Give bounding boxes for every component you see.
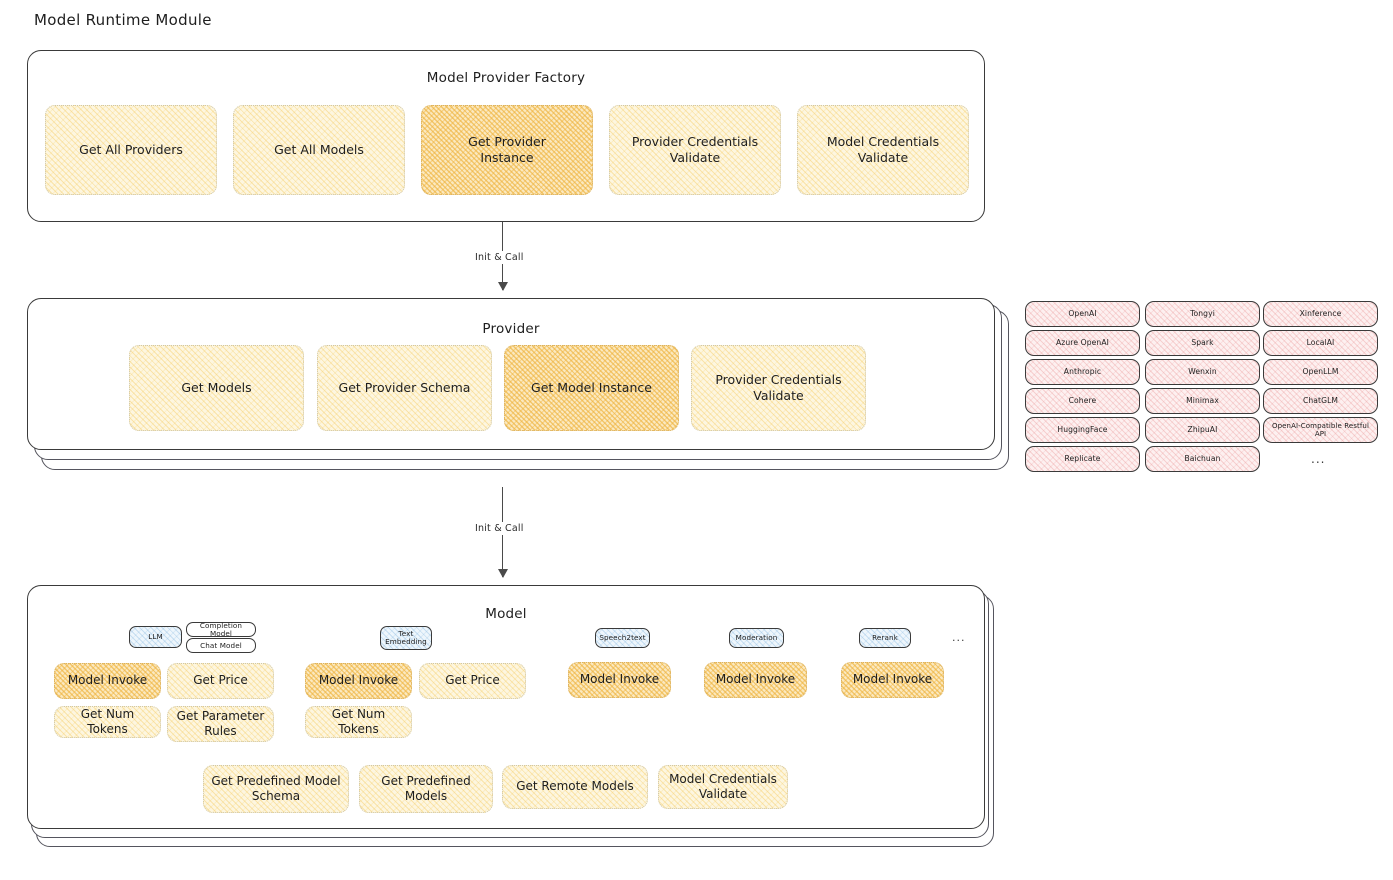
provider-chip-openai[interactable]: OpenAI [1025, 301, 1140, 327]
model-provider-factory-title: Model Provider Factory [426, 70, 586, 86]
model-title: Model [485, 606, 527, 622]
node-get-model-instance[interactable]: Get Model Instance [504, 345, 679, 431]
connector-factory-to-provider-label: Init & Call [471, 251, 528, 264]
provider-chip-wenxin[interactable]: Wenxin [1145, 359, 1260, 385]
node-text-embedding-get-num-tokens[interactable]: Get Num Tokens [305, 706, 412, 738]
node-llm-get-parameter-rules[interactable]: Get Parameter Rules [167, 706, 274, 742]
model-type-badge-speech2text[interactable]: Speech2text [595, 628, 650, 648]
node-speech2text-model-invoke[interactable]: Model Invoke [568, 662, 671, 698]
node-model-credentials-validate-factory[interactable]: Model Credentials Validate [797, 105, 969, 195]
provider-chip-anthropic[interactable]: Anthropic [1025, 359, 1140, 385]
provider-chip-huggingface[interactable]: HuggingFace [1025, 417, 1140, 443]
node-get-models[interactable]: Get Models [129, 345, 304, 431]
node-model-credentials-validate[interactable]: Model Credentials Validate [658, 765, 788, 809]
provider-chip-spark[interactable]: Spark [1145, 330, 1260, 356]
node-get-all-models[interactable]: Get All Models [233, 105, 405, 195]
model-types-more-ellipsis: ... [952, 631, 966, 644]
provider-chip-tongyi[interactable]: Tongyi [1145, 301, 1260, 327]
model-sub-badge-completion-model[interactable]: Completion Model [186, 621, 256, 637]
model-sub-badge-chat-model[interactable]: Chat Model [186, 638, 256, 653]
model-type-badge-rerank[interactable]: Rerank [859, 628, 911, 648]
node-moderation-model-invoke[interactable]: Model Invoke [704, 662, 807, 698]
model-type-badge-llm[interactable]: LLM [129, 626, 182, 648]
node-get-all-providers[interactable]: Get All Providers [45, 105, 217, 195]
node-text-embedding-get-price[interactable]: Get Price [419, 663, 526, 699]
provider-chip-minimax[interactable]: Minimax [1145, 388, 1260, 414]
provider-chip-localai[interactable]: LocalAI [1263, 330, 1378, 356]
provider-chip-baichuan[interactable]: Baichuan [1145, 446, 1260, 472]
connector-provider-to-model-label: Init & Call [471, 522, 528, 535]
provider-chip-replicate[interactable]: Replicate [1025, 446, 1140, 472]
node-rerank-model-invoke[interactable]: Model Invoke [841, 662, 944, 698]
provider-chip-openllm[interactable]: OpenLLM [1263, 359, 1378, 385]
provider-list-more-ellipsis: ... [1311, 452, 1326, 466]
provider-chip-openai-compatible-restful-api[interactable]: OpenAI-Compatible Restful API [1263, 417, 1378, 443]
provider-chip-xinference[interactable]: Xinference [1263, 301, 1378, 327]
node-llm-get-price[interactable]: Get Price [167, 663, 274, 699]
node-provider-credentials-validate-factory[interactable]: Provider Credentials Validate [609, 105, 781, 195]
model-type-badge-text-embedding[interactable]: Text Embedding [380, 626, 432, 650]
model-type-badge-moderation[interactable]: Moderation [729, 628, 784, 648]
provider-chip-cohere[interactable]: Cohere [1025, 388, 1140, 414]
node-provider-credentials-validate[interactable]: Provider Credentials Validate [691, 345, 866, 431]
node-get-predefined-models[interactable]: Get Predefined Models [359, 765, 493, 813]
node-text-embedding-model-invoke[interactable]: Model Invoke [305, 663, 412, 699]
node-llm-get-num-tokens[interactable]: Get Num Tokens [54, 706, 161, 738]
provider-chip-zhipuai[interactable]: ZhipuAI [1145, 417, 1260, 443]
node-get-predefined-model-schema[interactable]: Get Predefined Model Schema [203, 765, 349, 813]
provider-chip-chatglm[interactable]: ChatGLM [1263, 388, 1378, 414]
connector-factory-to-provider-arrowhead [497, 282, 508, 291]
node-get-provider-schema[interactable]: Get Provider Schema [317, 345, 492, 431]
node-get-remote-models[interactable]: Get Remote Models [502, 765, 648, 809]
connector-provider-to-model-arrowhead [497, 569, 508, 578]
provider-chip-azure-openai[interactable]: Azure OpenAI [1025, 330, 1140, 356]
page-title: Model Runtime Module [34, 11, 212, 29]
node-llm-model-invoke[interactable]: Model Invoke [54, 663, 161, 699]
provider-title: Provider [482, 321, 540, 337]
node-get-provider-instance[interactable]: Get Provider Instance [421, 105, 593, 195]
